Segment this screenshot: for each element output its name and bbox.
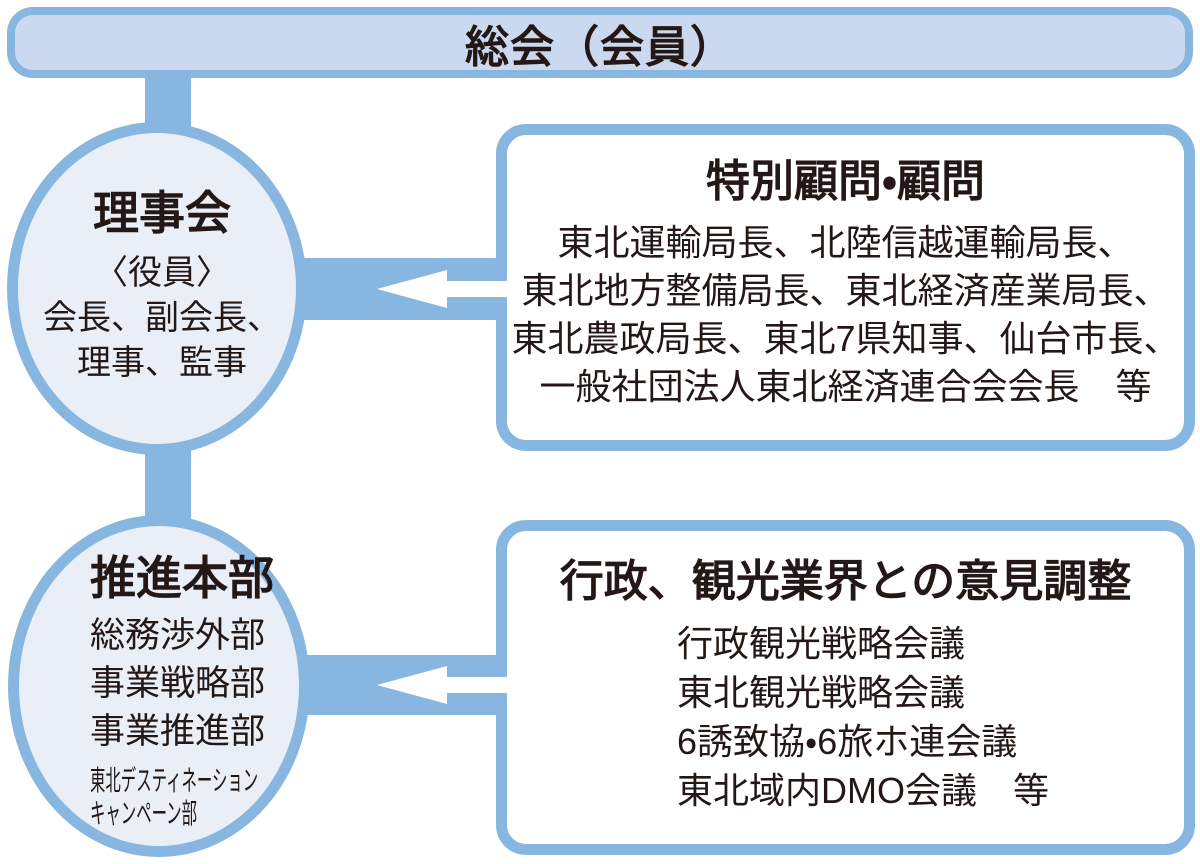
advisors-title: 特別顧問・顧問 (706, 157, 985, 206)
coordination-line: 東北域内DMO会議 等 (677, 770, 1049, 811)
advisors-box: 特別顧問・顧問 東北運輸局長、北陸信越運輸局長、 東北地方整備局長、東北経済産業… (496, 124, 1195, 451)
hq-department: 事業戦略部 (90, 664, 266, 703)
board-members: 〈役員〉 会長、副会長、 理事、監事 (43, 251, 281, 386)
hq-department: 事業推進部 (90, 712, 266, 751)
board-line: 〈役員〉 (94, 254, 230, 292)
coordination-title: 行政、観光業界との意見調整 (559, 557, 1132, 606)
advisors-line: 東北地方整備局長、東北経済産業局長、 (521, 270, 1170, 311)
general-assembly-title: 総会（会員） (465, 22, 735, 72)
coordination-box: 行政、観光業界との意見調整 行政観光戦略会議 東北観光戦略会議 6誘致協・6旅ホ… (496, 520, 1195, 855)
hq-circle: 推進本部 総務渉外部 事業戦略部 事業推進部 東北デスティネーション キャンペー… (8, 515, 310, 857)
hq-department: 総務渉外部 (90, 616, 266, 655)
hq-title: 推進本部 (90, 552, 274, 604)
hq-campaign-line: キャンペーン部 (90, 798, 198, 829)
advisors-line: 東北運輸局長、北陸信越運輸局長、 (557, 222, 1134, 263)
board-line: 会長、副会長、 (43, 299, 281, 337)
left-arrow-icon (377, 270, 447, 308)
left-arrow-icon (377, 666, 447, 704)
hq-departments: 総務渉外部 事業戦略部 事業推進部 (90, 612, 265, 756)
coordination-line: 東北観光戦略会議 (677, 672, 966, 713)
board-circle: 理事会 〈役員〉 会長、副会長、 理事、監事 (7, 122, 307, 455)
left-arrow-shaft (446, 677, 518, 693)
board-line: 理事、監事 (77, 344, 247, 382)
advisors-line: 東北農政局長、東北7県知事、仙台市長、 (511, 318, 1180, 359)
left-arrow-shaft (445, 281, 517, 297)
coordination-list: 行政観光戦略会議 東北観光戦略会議 6誘致協・6旅ホ連会議 東北域内DMO会議 … (507, 619, 1184, 815)
hq-campaign-line: 東北デスティネーション (90, 765, 259, 796)
advisors-line: 一般社団法人東北経済連合会会長 等 (539, 366, 1152, 407)
coordination-line: 6誘致協・6旅ホ連会議 (677, 721, 1018, 762)
board-title: 理事会 (93, 187, 231, 239)
coordination-line: 行政観光戦略会議 (677, 623, 966, 664)
advisors-list: 東北運輸局長、北陸信越運輸局長、 東北地方整備局長、東北経済産業局長、 東北農政… (507, 219, 1184, 411)
hq-campaign-department: 東北デスティネーション キャンペーン部 (90, 764, 396, 830)
general-assembly-banner: 総会（会員） (7, 7, 1193, 78)
